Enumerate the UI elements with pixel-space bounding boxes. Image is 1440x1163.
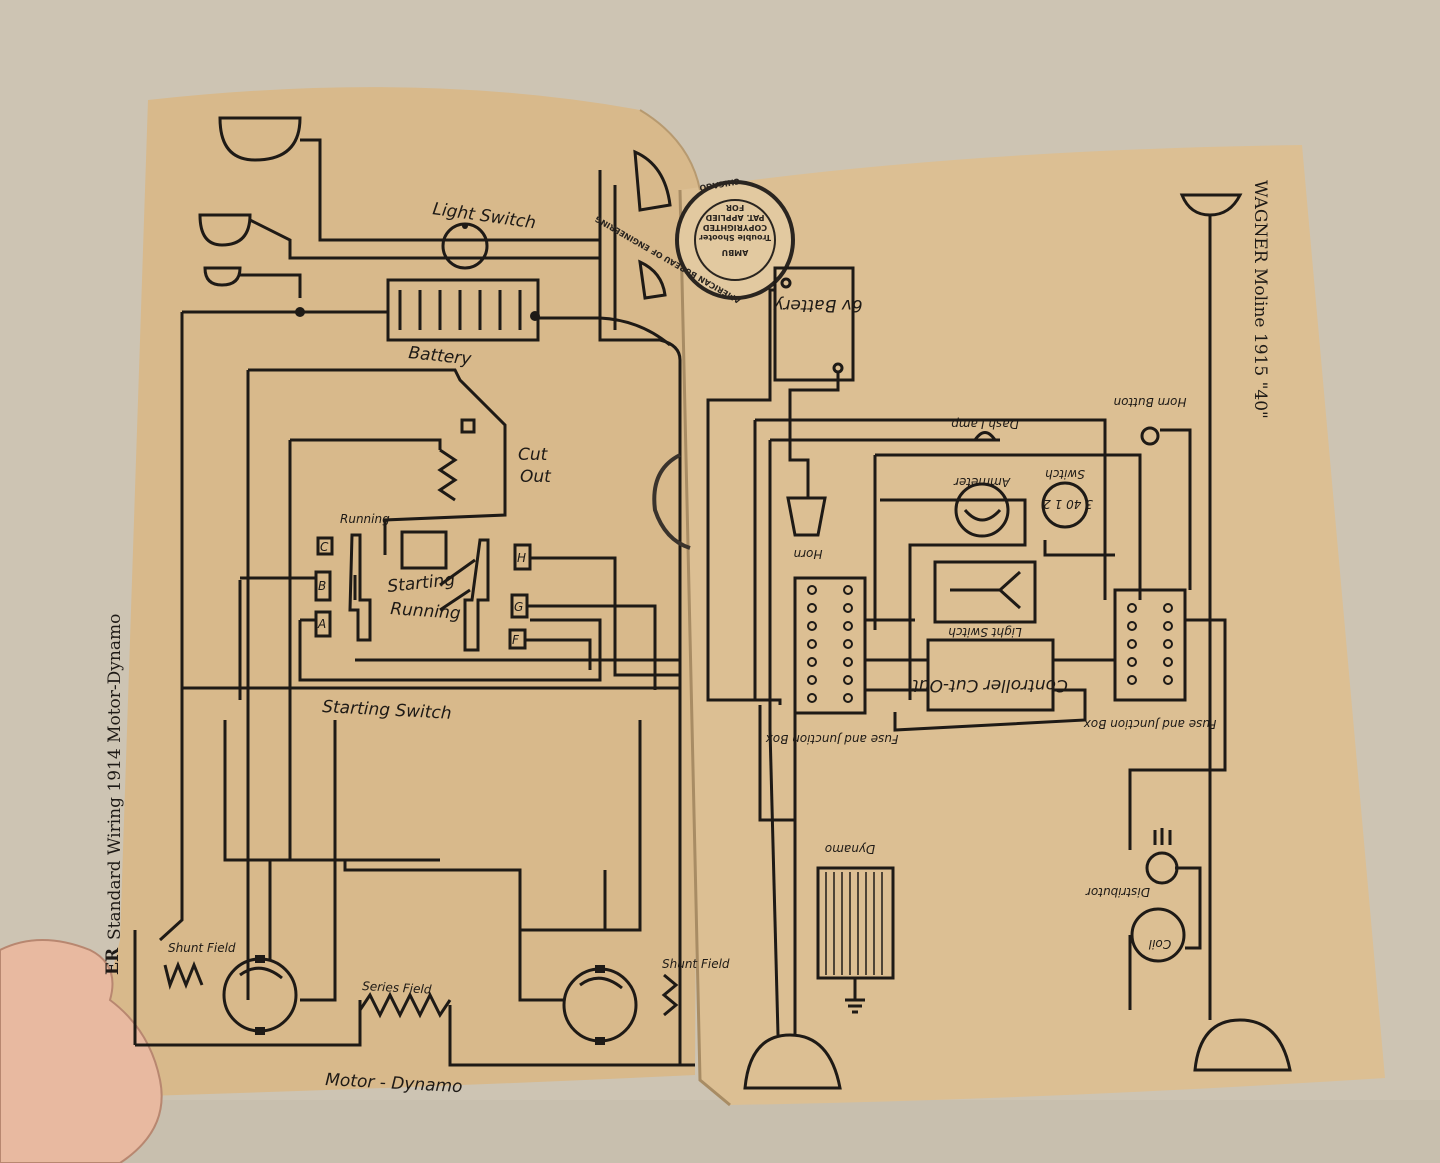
svg-text:Coil: Coil: [1148, 937, 1171, 951]
svg-text:3 40 1 2: 3 40 1 2: [1043, 497, 1093, 511]
svg-text:C: C: [320, 540, 329, 554]
svg-text:Shunt Field: Shunt Field: [168, 941, 236, 955]
terminal-a: [314, 610, 332, 638]
svg-text:G: G: [514, 600, 523, 614]
terminal-c: [316, 536, 334, 556]
svg-text:Ammeter: Ammeter: [953, 475, 1011, 489]
headlamp-left-icon: [218, 116, 302, 162]
right-page-header: WAGNER Moline 1915 "40": [1250, 180, 1270, 419]
svg-text:Controller Cut-Out: Controller Cut-Out: [911, 675, 1068, 695]
svg-text:Shunt Field: Shunt Field: [662, 957, 730, 971]
svg-text:Series Field: Series Field: [362, 979, 432, 997]
cut-out-coil-icon: [437, 448, 458, 502]
series-field-icon: [358, 991, 452, 1019]
svg-text:H: H: [517, 551, 526, 565]
headlamp-bottom-right-icon: [1193, 1018, 1292, 1072]
svg-text:Out: Out: [520, 467, 552, 487]
fuse-box-left-icon: [793, 576, 867, 715]
svg-text:Distributor: Distributor: [1085, 885, 1150, 899]
label-cut-out-1: Cut: [518, 445, 549, 465]
shunt-field-left-icon: [163, 960, 204, 990]
hand: [0, 939, 163, 1163]
svg-text:A: A: [317, 617, 326, 631]
svg-text:PAT. APPLIED: PAT. APPLIED: [705, 213, 764, 222]
svg-text:B: B: [318, 579, 326, 593]
svg-text:F: F: [512, 633, 520, 647]
ammeter-icon: [954, 482, 1010, 538]
svg-text:6v Battery: 6v Battery: [772, 295, 862, 315]
horn-icon: [786, 496, 827, 537]
svg-text:Running: Running: [340, 512, 390, 526]
svg-text:Light Switch: Light Switch: [948, 625, 1021, 639]
headlamp-bottom-left-icon: [743, 1033, 842, 1090]
fuse-box-right-icon: [1113, 588, 1187, 702]
svg-text:Switch: Switch: [1045, 467, 1085, 481]
light-switch-box-icon: [933, 560, 1037, 624]
shunt-field-right-icon: [661, 973, 679, 1017]
svg-text:Fuse and Junction Box: Fuse and Junction Box: [1083, 717, 1217, 731]
controller-cut-out-icon: [926, 638, 1055, 712]
battery-6v-icon: [773, 266, 855, 382]
svg-text:FOR: FOR: [726, 203, 744, 212]
sidelamp-left-icon: [198, 213, 252, 247]
coil-icon: [1130, 907, 1186, 963]
left-page-header: Standard Wiring 1914 Motor-Dynamo: [105, 614, 125, 940]
right-page: [680, 145, 1385, 1105]
horn-button-icon: [1140, 426, 1160, 446]
svg-text:Horn: Horn: [794, 547, 823, 561]
svg-text:AMBU: AMBU: [722, 248, 749, 257]
tail-lamp-icon: [1179, 193, 1243, 217]
svg-text:Fuse and Junction Box: Fuse and Junction Box: [765, 732, 899, 746]
svg-text:Dynamo: Dynamo: [825, 842, 875, 856]
terminal-b: [314, 570, 332, 602]
svg-text:ER: ER: [103, 947, 123, 975]
ground-icon: [845, 978, 865, 1014]
svg-text:Trouble Shooter: Trouble Shooter: [699, 233, 771, 242]
switch-dial-icon: [1041, 481, 1089, 529]
headlamp-right-icon: [633, 149, 672, 212]
svg-text:COPYRIGHTED: COPYRIGHTED: [703, 223, 768, 232]
svg-text:Horn Button: Horn Button: [1114, 395, 1187, 409]
lamp-small-icon: [203, 266, 242, 287]
battery-icon: [386, 278, 540, 342]
left-page: [80, 87, 700, 1099]
sidelamp-right-icon: [638, 259, 667, 300]
left-diagram: Light Switch Battery Cut Out C B A: [103, 116, 730, 1097]
